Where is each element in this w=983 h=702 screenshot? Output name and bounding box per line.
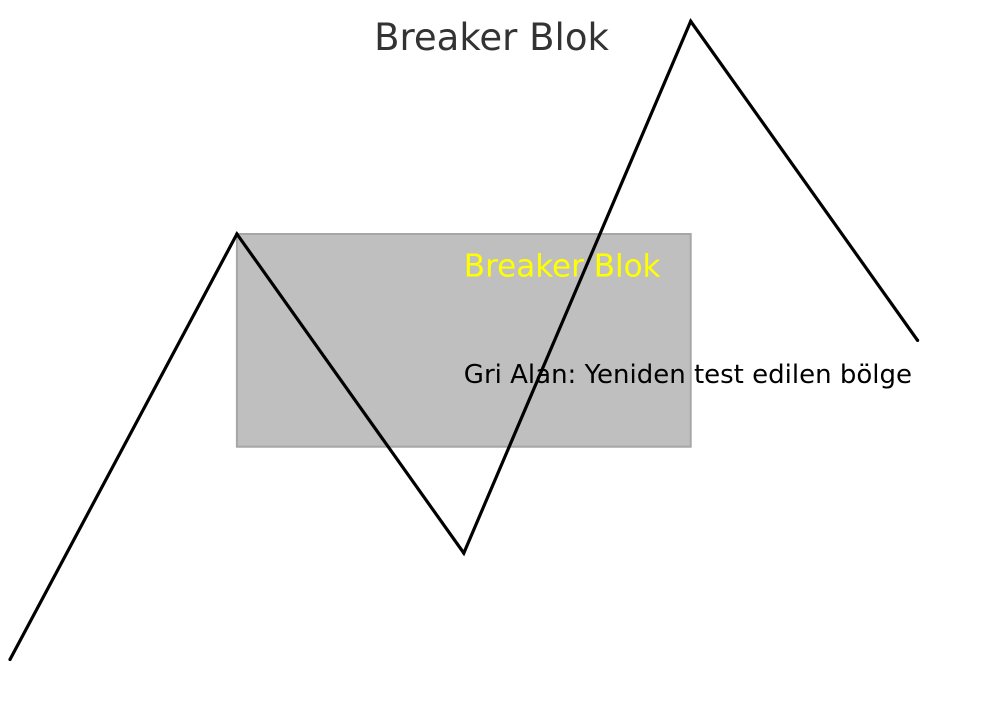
annotation-1: Gri Alan: Yeniden test edilen bölge (464, 360, 912, 390)
chart-title: Breaker Blok (374, 16, 609, 59)
price-point-1 (235, 232, 239, 236)
price-point-3 (689, 19, 693, 23)
annotation-0: Breaker Blok (464, 249, 661, 285)
price-points (8, 19, 920, 662)
price-point-0 (8, 657, 12, 662)
price-point-2 (462, 551, 466, 555)
price-point-4 (916, 338, 920, 342)
